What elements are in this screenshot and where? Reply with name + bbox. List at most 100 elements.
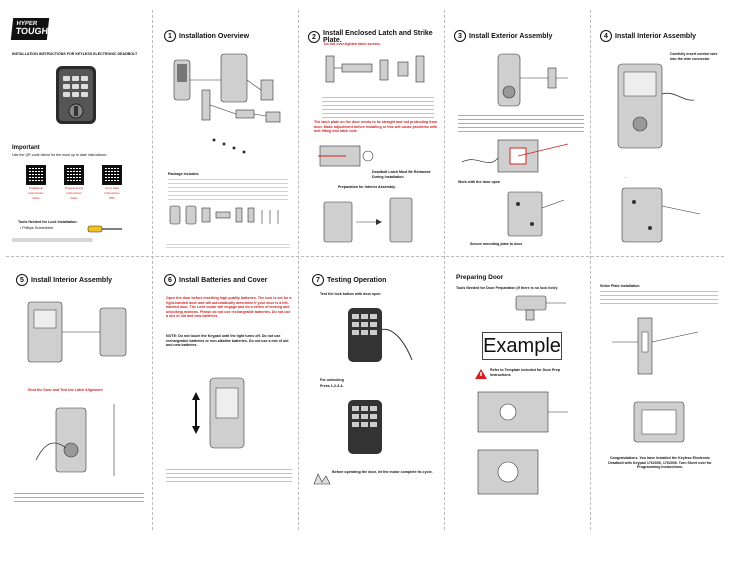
secure-plate-note: Secure mounting plate to door (470, 242, 523, 246)
step2-panel: 2 Install Enclosed Latch and Strike Plat… (302, 10, 444, 256)
strike-plate-diagram (612, 317, 699, 375)
latch-plate-warning: The latch plate on the door needs to be … (314, 120, 438, 134)
step-number: 3 (454, 30, 466, 42)
interior-assembly-diagram (617, 63, 695, 149)
step-number: 6 (164, 274, 176, 286)
warning-triangle-icon (475, 369, 487, 379)
step1-panel: 1 Installation Overview Package Includes… (156, 10, 298, 256)
unlock-code: Press 1-2-3-4- (320, 384, 344, 388)
cover-panel: HYPER TOUGH INSTALLATION INSTRUCTIONS FO… (6, 10, 152, 256)
keypad-note: NOTE: Do not touch the Keypad until the … (166, 334, 289, 348)
keypad-unlock-diagram (348, 400, 382, 454)
brand-logo: HYPER TOUGH (10, 18, 50, 40)
fold-line (298, 10, 299, 530)
step3-panel: 3 Install Exterior Assembly Work with th… (448, 10, 590, 256)
qr-label: Instructions (104, 191, 120, 195)
step-number: 7 (312, 274, 324, 286)
qr-code-icon[interactable] (102, 165, 122, 185)
important-heading: Important (12, 145, 40, 151)
step4-red-note: — (624, 175, 627, 179)
qr-intro: Use the QR code below for the most up to… (12, 153, 108, 157)
door-open-note: Work with the door open (458, 180, 501, 184)
exterior-assembly-diagram (497, 53, 568, 107)
qr-item-pdf[interactable]: Up to Date Instructions PDF (102, 165, 122, 200)
shut-door-note: Shut the Door and Test the Latch Alignme… (28, 388, 103, 392)
qr-label: Up to Date (104, 186, 120, 190)
package-parts-icons (169, 205, 279, 225)
step5-header: 5 Install Interior Assembly (16, 274, 112, 286)
example-template-box: Example (482, 332, 562, 360)
step-number: 1 (164, 30, 176, 42)
step-title: Install Enclosed Latch and Strike Plate. (323, 30, 433, 44)
step7-header: 7 Testing Operation (312, 274, 386, 286)
screw-interior-diagram (621, 187, 701, 243)
strike-instructions (600, 290, 718, 304)
battery-cover-diagram (192, 377, 245, 449)
strike-title: Strike Plate Installation (600, 284, 640, 288)
step7-panel: 7 Testing Operation Test the lock button… (302, 262, 444, 530)
step2-header: 2 Install Enclosed Latch and Strike Plat… (308, 30, 444, 44)
qr-code-icon[interactable] (64, 165, 84, 185)
fold-line-horizontal (6, 256, 724, 257)
qr-item-install[interactable]: Installation Instructions Video (26, 165, 46, 200)
tools-item: • Phillips Screwdriver (20, 226, 54, 230)
latch-screw-warning: Do not over-tighten latch screws. (324, 42, 381, 46)
step6-header: 6 Install Batteries and Cover (164, 274, 267, 286)
step5-red-footnote (14, 490, 144, 502)
fold-line (444, 10, 445, 530)
step-title: Installation Overview (179, 32, 250, 40)
step1-footnote (166, 242, 290, 248)
cover-title: INSTALLATION INSTRUCTIONS FOR KEYLESS EL… (12, 52, 138, 56)
qr-label: PDF (109, 196, 115, 200)
package-list (168, 178, 288, 200)
test-lock-title: Test the lock button with door open (320, 292, 381, 296)
step-title: Testing Operation (327, 276, 387, 284)
door-latch-test-diagram (35, 404, 115, 476)
deadbolt-retracted-note: Deadbolt Latch Must Be Retracted During … (372, 170, 431, 179)
step-title: Install Exterior Assembly (469, 32, 553, 40)
exploded-view-diagram (173, 53, 281, 154)
prep-door-panel: Preparing Door Tools Needed for Door Pre… (448, 262, 590, 530)
prep-tools: Tools Needed for Door Preparation (if th… (456, 286, 558, 290)
package-title: Package Includes: (168, 172, 200, 176)
qr-item-programming[interactable]: Programming Instructions Video (64, 165, 84, 200)
step6-footnote (166, 468, 292, 482)
qr-label: Instructions (66, 191, 82, 195)
mounting-plate-diagram (507, 191, 565, 237)
step-number: 2 (308, 31, 320, 43)
template-note: Refer to Template included for Door Prep… (490, 368, 561, 377)
prep-interior-title: Preparation for Interior Assembly. (338, 185, 396, 189)
step4-header: 4 Install Interior Assembly (600, 30, 696, 42)
step-title: Install Interior Assembly (615, 32, 697, 40)
cover-footnote (12, 238, 146, 242)
hand-icon (313, 473, 331, 485)
step-number: 4 (600, 30, 612, 42)
brand-line2: TOUGH (15, 26, 49, 36)
step6-panel: 6 Install Batteries and Cover Open the d… (156, 262, 298, 530)
latch-bore-diagram (318, 145, 374, 167)
prep-door-lower: Refer to Template included for Door Prep… (448, 362, 590, 530)
step5-panel: 5 Install Interior Assembly Shut the Doo… (6, 262, 152, 530)
qr-label: Video (32, 196, 40, 200)
step4-panel: 4 Install Interior Assembly Carefully in… (594, 10, 724, 256)
unlock-label: For unlocking (320, 378, 344, 382)
step2-instructions (322, 94, 434, 118)
keypad-press-diagram (348, 308, 413, 362)
qr-label: Programming (64, 186, 83, 190)
step3-instructions (458, 114, 584, 132)
wire-through-door-diagram (461, 139, 569, 173)
fold-line (152, 10, 153, 530)
qr-code-icon[interactable] (26, 165, 46, 185)
qr-label: Video (70, 196, 78, 200)
wire-connector-note: Carefully insert control wire into the w… (670, 52, 718, 61)
qr-label: Installation (28, 186, 44, 190)
screwdriver-icon (87, 225, 122, 233)
step3-header: 3 Install Exterior Assembly (454, 30, 552, 42)
instruction-sheet: HYPER TOUGH INSTALLATION INSTRUCTIONS FO… (6, 10, 724, 530)
tools-title: Tools Needed for Lock Installation: (18, 220, 78, 224)
deadbolt-closed-diagram (633, 401, 685, 443)
step-title: Install Interior Assembly (31, 276, 113, 284)
battery-warning: Open the door before inserting high qual… (166, 296, 292, 319)
congratulations-note: Congratulations. You have installed the … (608, 456, 712, 470)
prep-door-title: Preparing Door (456, 274, 504, 281)
